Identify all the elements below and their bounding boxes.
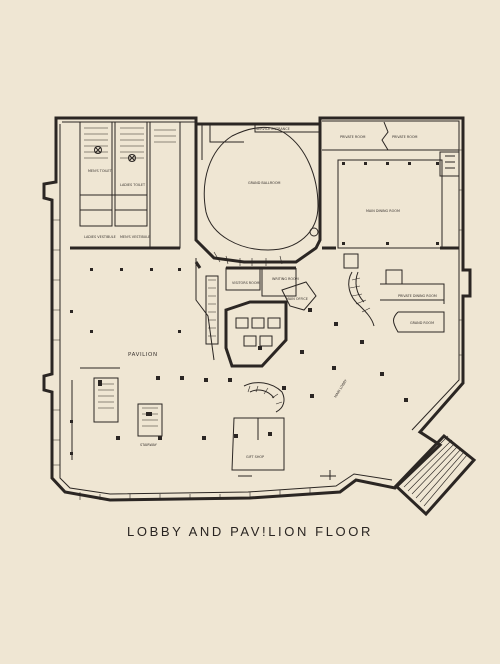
- grand-ballroom-label: GRAND BALLROOM: [248, 181, 281, 185]
- ladies-toilet-label: LADIES TOILET: [120, 183, 146, 187]
- service-entrance-label: SERVICE ENTRANCE: [256, 127, 290, 131]
- main-lobby-label: MAIN LOBBY: [333, 378, 348, 399]
- ballroom-block: [194, 123, 322, 266]
- grand-ballroom-outline: [203, 127, 319, 251]
- writing-room-label: WRITING ROOM: [272, 277, 299, 281]
- columns: [70, 162, 439, 455]
- main-office-label: MAIN OFFICE: [286, 297, 308, 301]
- lobby-core: [194, 261, 336, 480]
- floor-title: LOBBY AND PAV!LION FLOOR: [127, 524, 373, 539]
- pavilion-label: PAVILION: [128, 352, 158, 358]
- entrance-steps: [393, 433, 477, 517]
- outer-wall: [42, 116, 472, 502]
- mens-vestibule-label: MEN'S VESTIBULE: [120, 235, 150, 239]
- ladies-vestibule-label: LADIES VESTIBULE: [84, 235, 116, 239]
- private-dining-room-label: PRIVATE DINING ROOM: [398, 294, 437, 298]
- visitors-room-label: VISITORS ROOM: [232, 281, 259, 285]
- private-room-1-label: PRIVATE ROOM: [340, 135, 366, 139]
- toilets-block: [70, 121, 181, 250]
- window-marks: [52, 149, 463, 500]
- pavilion-area: [71, 258, 215, 460]
- grand-room-label: GRAND ROOM: [410, 321, 434, 325]
- gift-shop-label: GIFT SHOP: [246, 455, 264, 459]
- dining-wing: [322, 121, 460, 333]
- mens-toilet-label: MEN'S TOILET: [88, 169, 113, 173]
- main-dining-room-label: MAIN DINING ROOM: [366, 209, 400, 213]
- stairway-label: STAIRWAY: [140, 443, 158, 447]
- private-room-2-label: PRIVATE ROOM: [392, 135, 418, 139]
